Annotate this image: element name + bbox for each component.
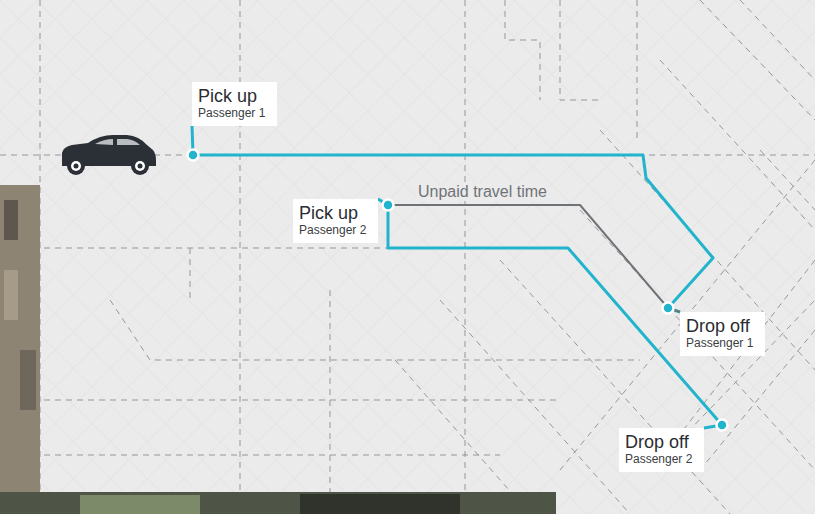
callout-label: Pick upPassenger 1 bbox=[192, 82, 277, 126]
stop-dot bbox=[663, 303, 674, 314]
photo-fragment bbox=[0, 185, 556, 514]
car-icon bbox=[62, 135, 156, 175]
callout-label: Pick upPassenger 2 bbox=[293, 199, 378, 243]
callout-label: Drop offPassenger 1 bbox=[680, 312, 765, 356]
unpaid-route bbox=[378, 199, 680, 312]
passenger-name: Passenger 1 bbox=[686, 336, 756, 350]
stop-dot bbox=[188, 150, 199, 161]
stop-title: Drop off bbox=[686, 316, 756, 336]
stop-dot bbox=[717, 420, 728, 431]
stop-title: Pick up bbox=[299, 203, 369, 223]
stop-dot bbox=[383, 200, 394, 211]
passenger-route bbox=[378, 199, 722, 428]
passenger-name: Passenger 2 bbox=[625, 452, 695, 466]
passenger-route bbox=[192, 126, 713, 312]
callout-label: Drop offPassenger 2 bbox=[619, 428, 704, 472]
passenger-name: Passenger 2 bbox=[299, 223, 369, 237]
route-label: Unpaid travel time bbox=[416, 183, 549, 201]
passenger-name: Passenger 1 bbox=[198, 106, 268, 120]
stop-title: Pick up bbox=[198, 86, 268, 106]
stop-title: Drop off bbox=[625, 432, 695, 452]
